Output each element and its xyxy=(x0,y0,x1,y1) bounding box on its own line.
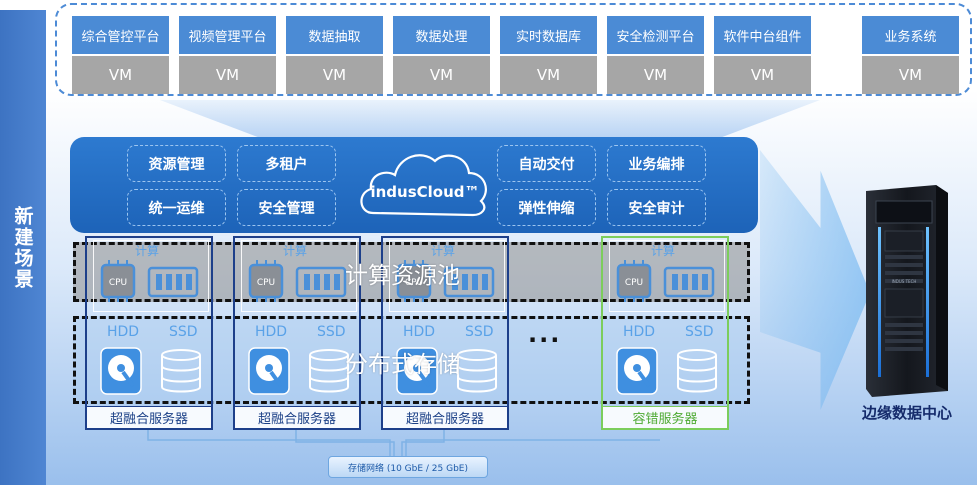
application-layer: 综合管控平台 VM 视频管理平台 VM 数据抽取 VM 数据处理 VM 实时数据… xyxy=(55,3,972,96)
ssd-label: SSD xyxy=(465,324,494,340)
app-item: 数据处理 VM xyxy=(393,16,490,96)
storage-network-bar: 存储网络 (10 GbE / 25 GbE) xyxy=(328,456,488,478)
cpu-icon: CPU xyxy=(396,260,432,302)
servers-ellipsis: ··· xyxy=(528,326,562,354)
hdd-icon xyxy=(616,347,658,395)
compute-module xyxy=(609,240,725,312)
compute-module xyxy=(241,240,357,312)
cloud-icon xyxy=(360,154,487,217)
server-rack-icon: INDUS TECH xyxy=(866,185,948,397)
hyperconverged-server: 计算 CPU HDD SSD 超融合服务器 xyxy=(85,236,213,430)
app-item: 软件中台组件 VM xyxy=(714,16,811,96)
compute-module xyxy=(389,240,505,312)
app-item: 安全检测平台 VM xyxy=(607,16,704,96)
hyperconverged-server: 计算 CPU HDD SSD 超融合服务器 xyxy=(381,236,509,430)
compute-label: 计算 xyxy=(135,244,160,258)
hdd-icon xyxy=(248,347,290,395)
memory-icon xyxy=(443,266,495,298)
hdd-icon xyxy=(396,347,438,395)
compute-module xyxy=(93,240,209,312)
hyperconverged-server: 计算 CPU HDD SSD 超融合服务器 xyxy=(233,236,361,430)
ssd-icon xyxy=(309,349,349,393)
induscloud-layer: 资源管理 多租户 统一运维 安全管理 自动交付 业务编排 弹性伸缩 安全审计 i… xyxy=(70,137,758,233)
app-item: 业务系统 VM xyxy=(862,16,959,96)
rack-tag: INDUS TECH xyxy=(892,279,917,284)
ssd-icon xyxy=(677,349,717,393)
app-name: 数据处理 xyxy=(393,16,490,54)
cpu-icon: CPU xyxy=(100,260,136,302)
feature-security-management: 安全管理 xyxy=(237,189,336,226)
edge-datacenter-label: 边缘数据中心 xyxy=(861,404,952,422)
server-label: 容错服务器 xyxy=(603,406,727,428)
app-item: 视频管理平台 VM xyxy=(179,16,276,96)
app-name: 业务系统 xyxy=(862,16,959,54)
app-item: 综合管控平台 VM xyxy=(72,16,169,96)
hdd-icon xyxy=(100,347,142,395)
feature-resource-management: 资源管理 xyxy=(127,145,226,182)
induscloud-logo: indusCloud™ xyxy=(355,143,495,225)
app-vm: VM xyxy=(714,56,811,94)
compute-pool-title: 计算资源池 xyxy=(345,263,460,289)
ssd-icon xyxy=(457,349,497,393)
app-name: 综合管控平台 xyxy=(72,16,169,54)
compute-label: 计算 xyxy=(431,244,456,258)
cpu-text: CPU xyxy=(625,278,643,288)
cpu-text: CPU xyxy=(109,278,127,288)
app-name: 视频管理平台 xyxy=(179,16,276,54)
network-connections xyxy=(147,430,660,456)
feature-multi-tenant: 多租户 xyxy=(237,145,336,182)
app-vm: VM xyxy=(72,56,169,94)
feature-auto-delivery: 自动交付 xyxy=(497,145,596,182)
app-name: 软件中台组件 xyxy=(714,16,811,54)
app-name: 数据抽取 xyxy=(286,16,383,54)
hdd-label: HDD xyxy=(255,324,288,340)
cpu-icon: CPU xyxy=(248,260,284,302)
server-label: 超融合服务器 xyxy=(235,406,359,428)
scenario-label: 新建场景 xyxy=(11,205,34,290)
compute-label: 计算 xyxy=(283,244,308,258)
memory-icon xyxy=(663,266,715,298)
app-vm: VM xyxy=(500,56,597,94)
app-item: 数据抽取 VM xyxy=(286,16,383,96)
app-item: 实时数据库 VM xyxy=(500,16,597,96)
cpu-text: CPU xyxy=(257,278,275,288)
server-label: 超融合服务器 xyxy=(87,406,211,428)
app-vm: VM xyxy=(393,56,490,94)
scenario-label-bar: 新建场景 xyxy=(0,10,46,485)
feature-unified-ops: 统一运维 xyxy=(127,189,226,226)
app-vm: VM xyxy=(179,56,276,94)
hdd-label: HDD xyxy=(107,324,140,340)
ssd-label: SSD xyxy=(685,324,714,340)
app-vm: VM xyxy=(862,56,959,94)
feature-elastic-scaling: 弹性伸缩 xyxy=(497,189,596,226)
storage-pool-title: 分布式存储 xyxy=(345,352,460,378)
app-vm: VM xyxy=(286,56,383,94)
ssd-label: SSD xyxy=(317,324,346,340)
hdd-label: HDD xyxy=(623,324,656,340)
memory-icon xyxy=(147,266,199,298)
ssd-label: SSD xyxy=(169,324,198,340)
cpu-icon: CPU xyxy=(616,260,652,302)
app-name: 实时数据库 xyxy=(500,16,597,54)
hdd-label: HDD xyxy=(403,324,436,340)
app-name: 安全检测平台 xyxy=(607,16,704,54)
app-vm: VM xyxy=(607,56,704,94)
feature-business-orchestration: 业务编排 xyxy=(607,145,706,182)
feature-security-audit: 安全审计 xyxy=(607,189,706,226)
compute-label: 计算 xyxy=(651,244,676,258)
ssd-icon xyxy=(161,349,201,393)
fault-tolerant-server: 计算 CPU HDD SSD 容错服务器 xyxy=(601,236,729,430)
server-label: 超融合服务器 xyxy=(383,406,507,428)
induscloud-name: indusCloud™ xyxy=(370,183,480,201)
cpu-text: CPU xyxy=(405,278,423,288)
memory-icon xyxy=(295,266,347,298)
